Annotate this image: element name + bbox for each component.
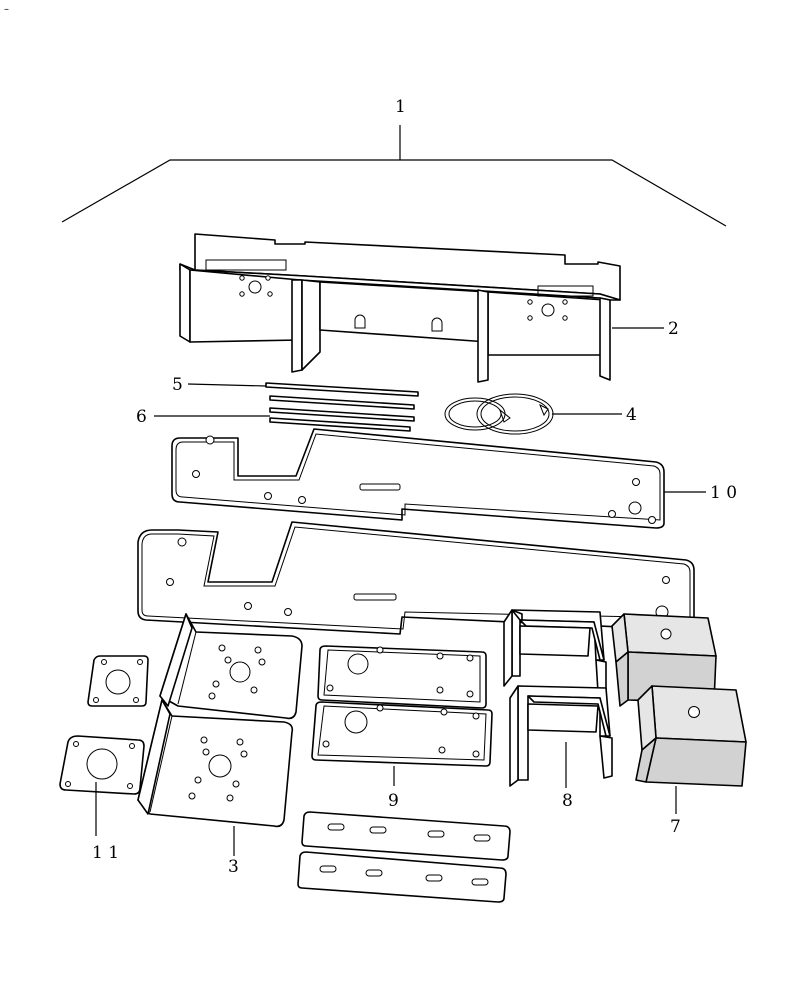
callout-7: 7	[670, 817, 681, 837]
part-9-plates	[311, 645, 493, 767]
part-11-flanges	[59, 655, 149, 795]
callout-3: 3	[228, 857, 239, 877]
part-3-angle-brackets	[137, 613, 303, 828]
callout-6: 6	[136, 407, 147, 427]
part-4-cable	[444, 393, 554, 435]
assembly-bracket	[61, 125, 727, 227]
part-10-plate	[171, 428, 665, 529]
slotted-strips	[297, 811, 511, 903]
part-8-u-brackets	[503, 609, 613, 787]
callout-5: 5	[172, 375, 183, 395]
callout-labels: 1 2 3 4 5 6 7 8 9 1 0 1 1	[92, 97, 737, 877]
part-7-blocks	[611, 613, 747, 787]
part-2-frame-bracket	[179, 233, 621, 383]
callout-10: 1 0	[710, 483, 737, 503]
callout-1: 1	[395, 97, 406, 117]
callout-4: 4	[626, 405, 637, 425]
part-6-strips	[269, 407, 415, 432]
callout-11: 1 1	[92, 843, 119, 863]
callout-9: 9	[388, 791, 399, 811]
lower-base-plate	[137, 521, 695, 635]
corner-mark: –	[4, 4, 9, 15]
callout-2: 2	[668, 319, 679, 339]
callout-8: 8	[562, 791, 573, 811]
part-5-strips	[265, 382, 419, 410]
